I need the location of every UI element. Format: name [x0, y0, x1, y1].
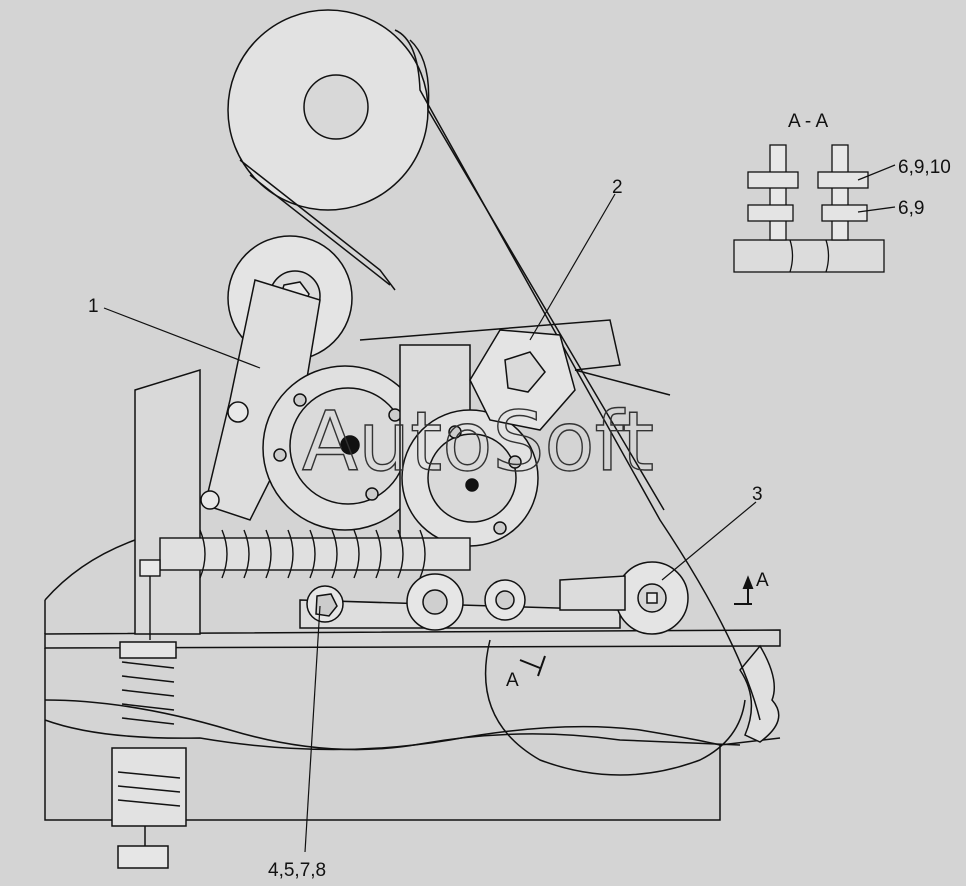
section-marker-right: A — [756, 570, 769, 591]
housing-right — [399, 344, 539, 547]
callout-part-3: 3 — [752, 484, 763, 505]
rollers — [299, 573, 621, 631]
watermark-text: AutoSoft — [302, 395, 654, 490]
section-aa-inset — [733, 144, 896, 273]
lever-arm — [200, 279, 321, 521]
vertical-spring-unit — [111, 641, 187, 869]
callout-part-2: 2 — [612, 177, 623, 198]
bracket — [359, 319, 671, 431]
section-marker-lower: A — [506, 670, 519, 691]
section-label-top: 6,9,10 — [898, 157, 951, 178]
lower-wheel — [484, 639, 746, 776]
callout-part-1: 1 — [88, 296, 99, 317]
section-markers — [519, 575, 754, 677]
spring-assembly — [139, 529, 471, 640]
housing-left — [262, 365, 428, 531]
sprocket — [559, 561, 689, 635]
section-label-bottom: 6,9 — [898, 198, 924, 219]
leader-lines — [103, 193, 757, 853]
section-title: A - A — [788, 111, 828, 132]
callout-part-group-bottom: 4,5,7,8 — [268, 860, 326, 881]
